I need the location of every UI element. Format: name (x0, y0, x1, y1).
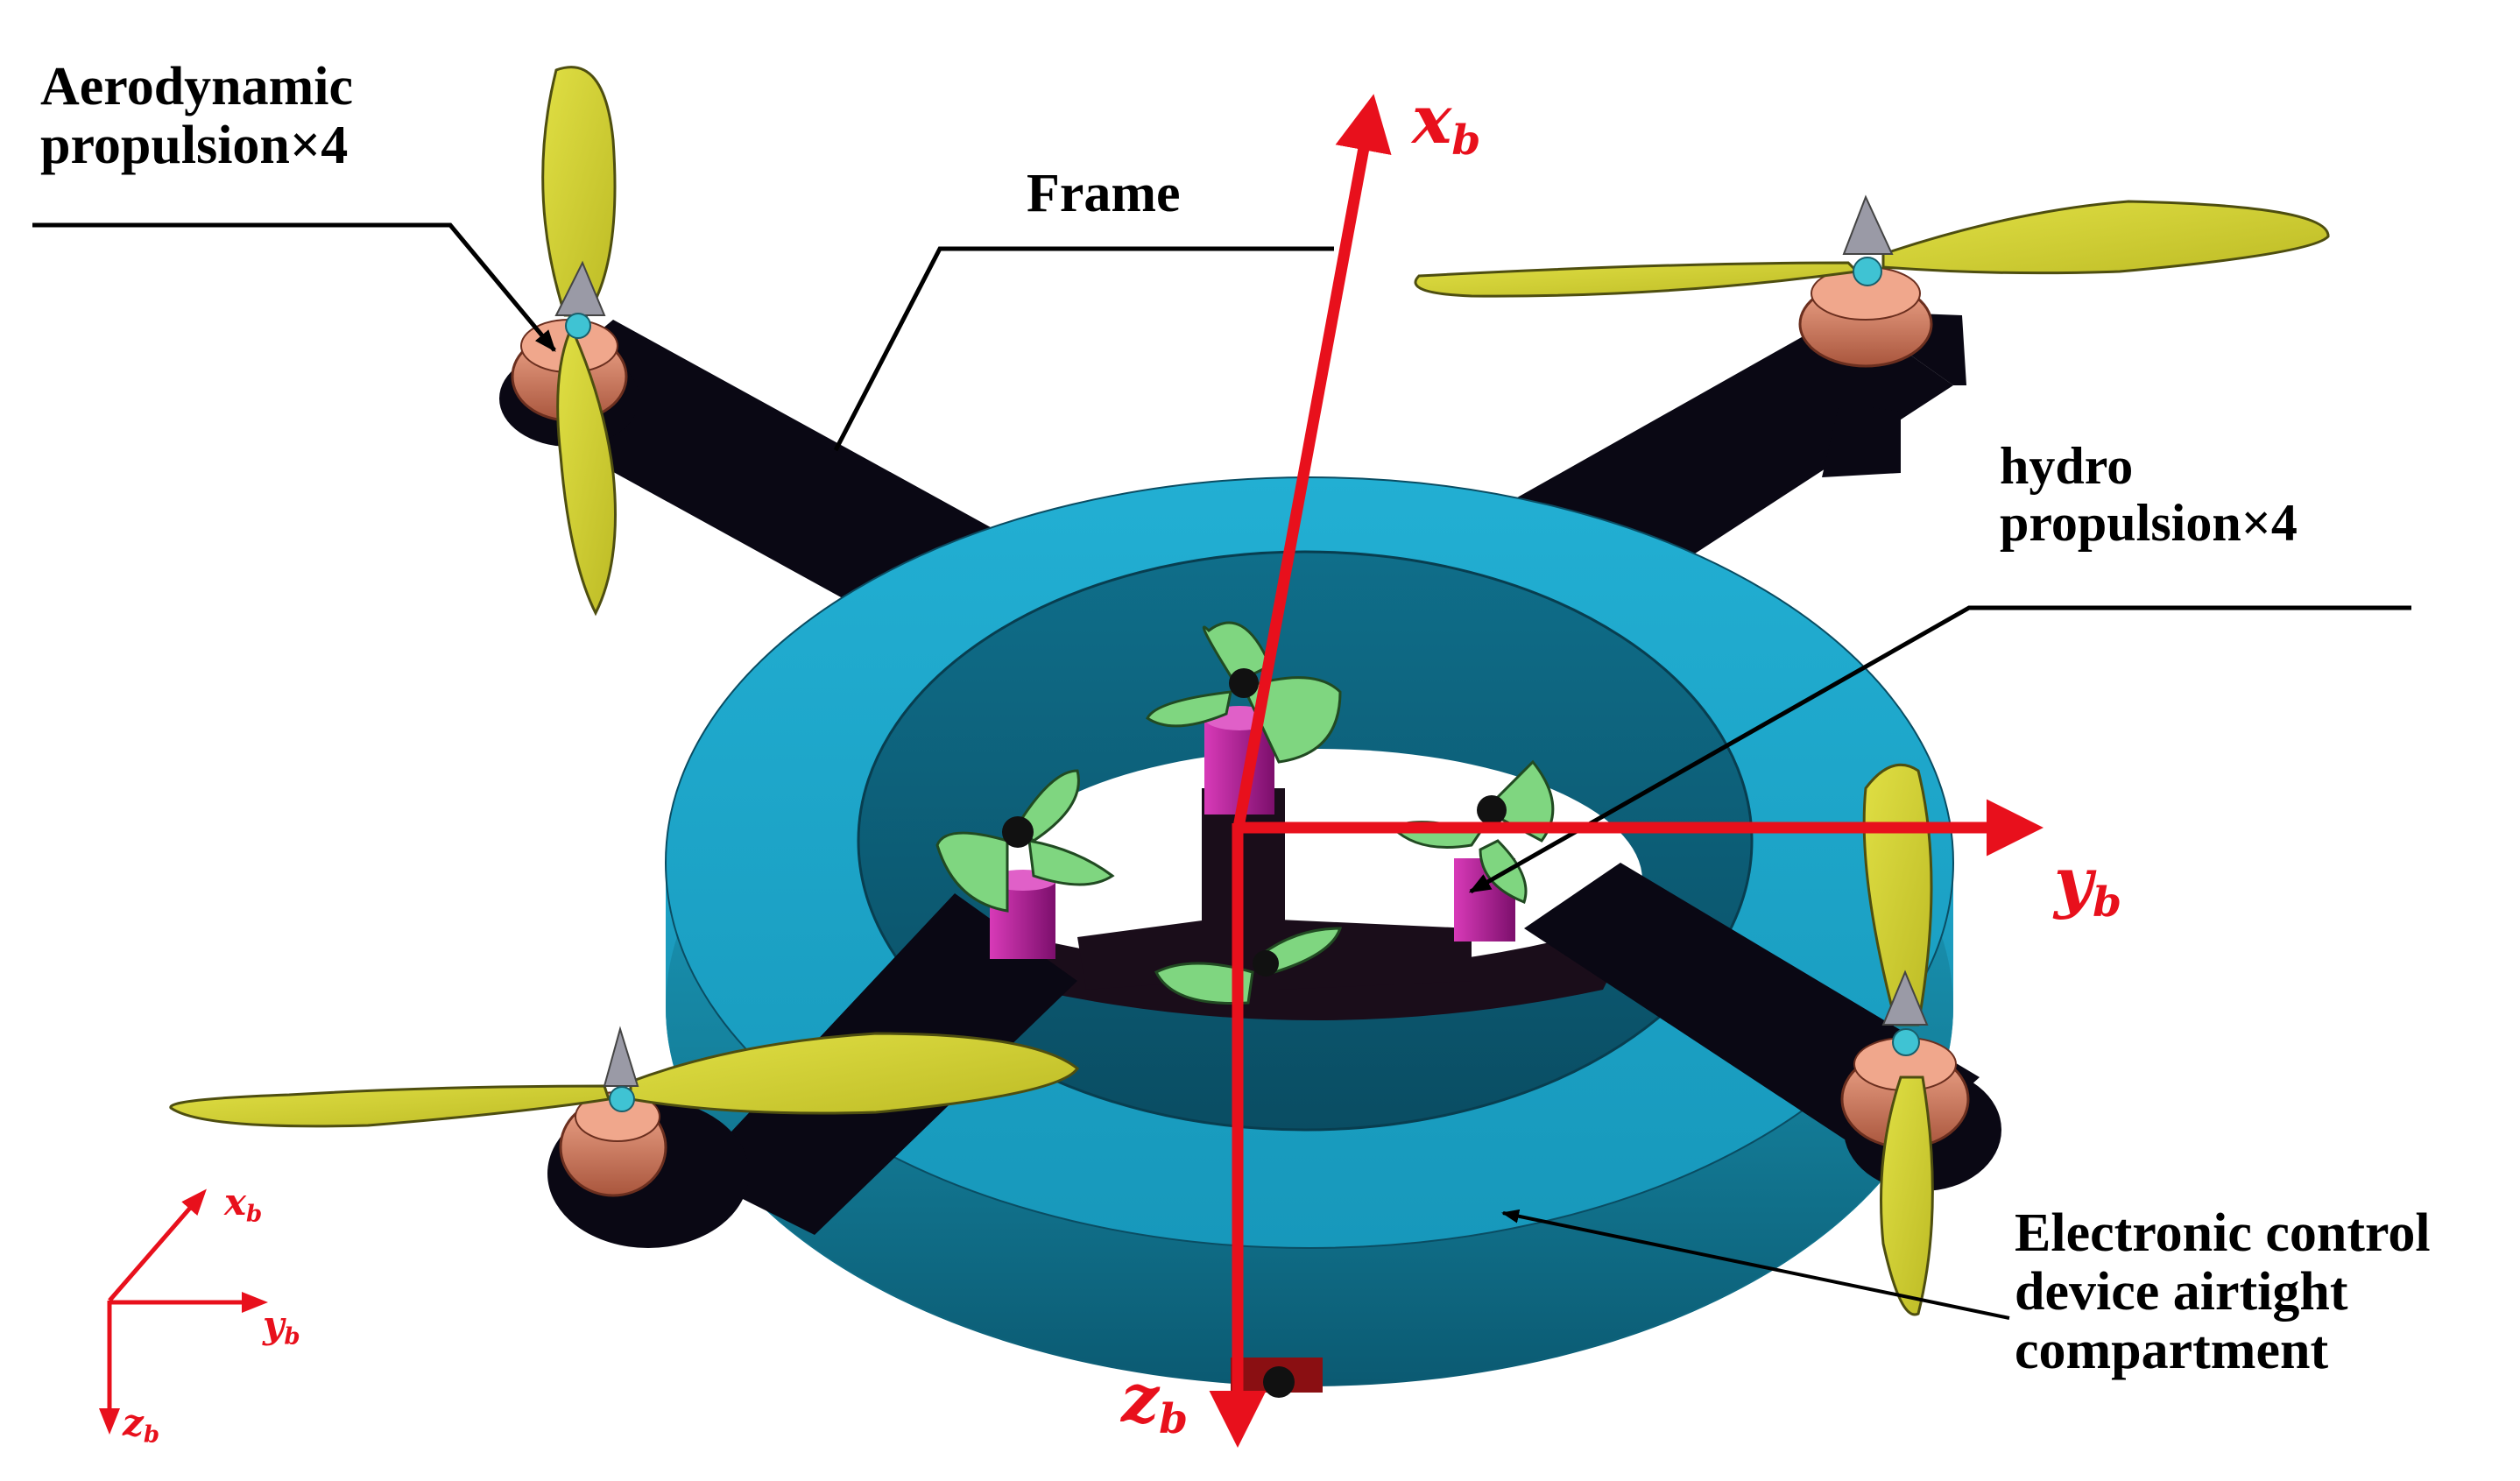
hydro-propeller-left (935, 769, 1115, 959)
axis-label-z-legend: zb (123, 1401, 159, 1448)
label-aerodynamic-line1: Aerodynamic (40, 57, 354, 116)
axis-label-y-main: yb (2054, 843, 2121, 927)
axis-label-y-legend: yb (263, 1303, 300, 1350)
label-hydro-line1: hydro (2000, 437, 2134, 495)
axis-symbol: y (263, 1303, 285, 1346)
label-frame: Frame (1027, 165, 1181, 223)
axis-symbol: z (1121, 1359, 1160, 1437)
hydro-propeller-front (1154, 927, 1343, 1005)
leader-hydro (1468, 605, 2411, 894)
label-hydro-propulsion: hydro propulsion×4 (2000, 438, 2298, 552)
leader-aerodynamic (32, 222, 556, 352)
axis-label-x-main: xb (1412, 81, 1480, 165)
label-compartment-line2: device airtight (2015, 1261, 2348, 1322)
axis-subscript: b (1451, 116, 1481, 166)
axis-x-main (1232, 94, 1392, 834)
aero-propeller-top-right (1414, 194, 2330, 368)
aero-propeller-bottom-right (1840, 763, 1970, 1316)
axis-symbol: y (2054, 843, 2093, 920)
label-hydro-line2: propulsion×4 (2000, 493, 2298, 552)
label-frame-text: Frame (1027, 164, 1181, 223)
label-aerodynamic-line2: propulsion×4 (40, 115, 349, 175)
aero-propeller-bottom-left (169, 1026, 1080, 1197)
leader-lines (32, 222, 2411, 1320)
leader-frame (833, 246, 1334, 452)
axis-label-x-legend: xb (224, 1181, 262, 1227)
axis-subscript: b (246, 1201, 263, 1228)
axis-subscript: b (143, 1421, 160, 1449)
axes-legend (99, 1188, 268, 1435)
label-aerodynamic-propulsion: Aerodynamic propulsion×4 (40, 58, 353, 175)
bottom-sensor-block (1231, 1358, 1323, 1398)
label-compartment-line3: compartment (2015, 1320, 2329, 1380)
hydro-propellers (935, 621, 1555, 1005)
axis-symbol: z (123, 1401, 144, 1444)
axis-label-z-main: zb (1121, 1359, 1188, 1443)
leader-compartment (1501, 1209, 2010, 1320)
axis-subscript: b (284, 1323, 300, 1351)
axis-symbol: x (1412, 81, 1452, 159)
axis-x-legend (108, 1188, 207, 1302)
axis-subscript: b (2093, 878, 2122, 927)
label-airtight-compartment: Electronic control device airtight compa… (2015, 1204, 2431, 1380)
body-axes-main (1209, 94, 2044, 1448)
axis-subscript: b (1159, 1395, 1189, 1444)
axis-symbol: x (224, 1181, 247, 1224)
aero-propeller-top-left (511, 66, 628, 617)
label-compartment-line1: Electronic control (2015, 1203, 2431, 1263)
